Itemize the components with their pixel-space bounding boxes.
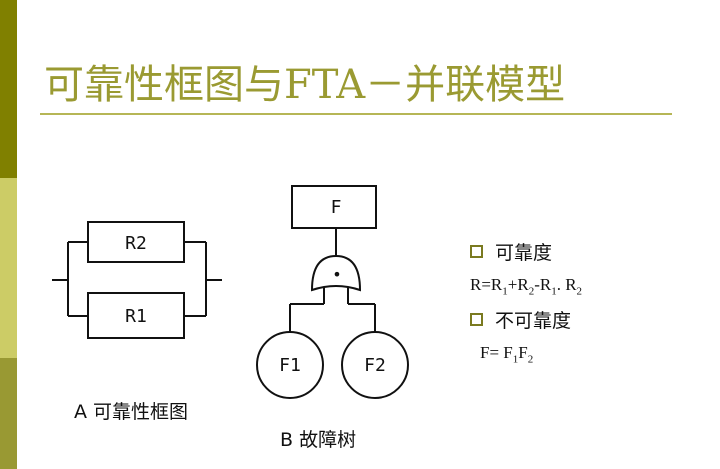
formula-subscript: 2 bbox=[576, 285, 583, 298]
reliability-label: 可靠度 bbox=[495, 241, 553, 264]
accent-bar-segment bbox=[0, 0, 17, 178]
unreliability-formula: F= F1F2 bbox=[470, 334, 582, 372]
square-bullet-icon bbox=[470, 312, 483, 326]
block-diagram-caption: A 可靠性框图 bbox=[74, 401, 188, 423]
accent-bar-segment bbox=[0, 358, 17, 469]
slide-title: 可靠性框图与FTA－并联模型 bbox=[44, 62, 566, 108]
formula-subscript: 2 bbox=[527, 353, 534, 366]
formula-text: F bbox=[518, 343, 528, 362]
basic-event-f2 bbox=[341, 331, 409, 399]
unreliability-label: 不可靠度 bbox=[495, 309, 572, 332]
basic-event-f1-label: F1 bbox=[279, 355, 301, 376]
left-accent-bar bbox=[0, 0, 17, 469]
basic-event-f2-label: F2 bbox=[364, 355, 386, 376]
basic-event-f1 bbox=[256, 331, 324, 399]
or-gate bbox=[310, 254, 362, 292]
formula-subscript: 1 bbox=[551, 285, 557, 298]
top-event-box bbox=[291, 185, 377, 229]
gate-dot: • bbox=[332, 265, 341, 284]
block-r2-label: R2 bbox=[125, 233, 147, 254]
bullet-reliability: 可靠度 bbox=[470, 236, 582, 266]
formula-subscript: 2 bbox=[528, 285, 535, 298]
formula-text: F= F bbox=[480, 343, 513, 362]
accent-bar-segment bbox=[0, 178, 17, 358]
formula-text: -R bbox=[534, 275, 552, 294]
formula-text: . R bbox=[556, 275, 577, 294]
block-r1-label: R1 bbox=[125, 306, 147, 327]
formula-list: 可靠度 R=R1+R2-R1. R2 不可靠度 F= F1F2 bbox=[470, 236, 582, 372]
fault-tree bbox=[256, 185, 409, 399]
bullet-unreliability: 不可靠度 bbox=[470, 304, 582, 334]
formula-text: +R bbox=[507, 275, 529, 294]
reliability-formula: R=R1+R2-R1. R2 bbox=[470, 266, 582, 304]
top-event-label: F bbox=[331, 197, 342, 218]
title-underline bbox=[40, 113, 672, 115]
square-bullet-icon bbox=[470, 244, 483, 258]
block-diagram bbox=[52, 221, 222, 339]
formula-subscript: 1 bbox=[502, 285, 508, 298]
formula-text: R=R bbox=[470, 275, 503, 294]
fault-tree-caption: B 故障树 bbox=[280, 429, 356, 451]
formula-subscript: 1 bbox=[512, 353, 519, 366]
